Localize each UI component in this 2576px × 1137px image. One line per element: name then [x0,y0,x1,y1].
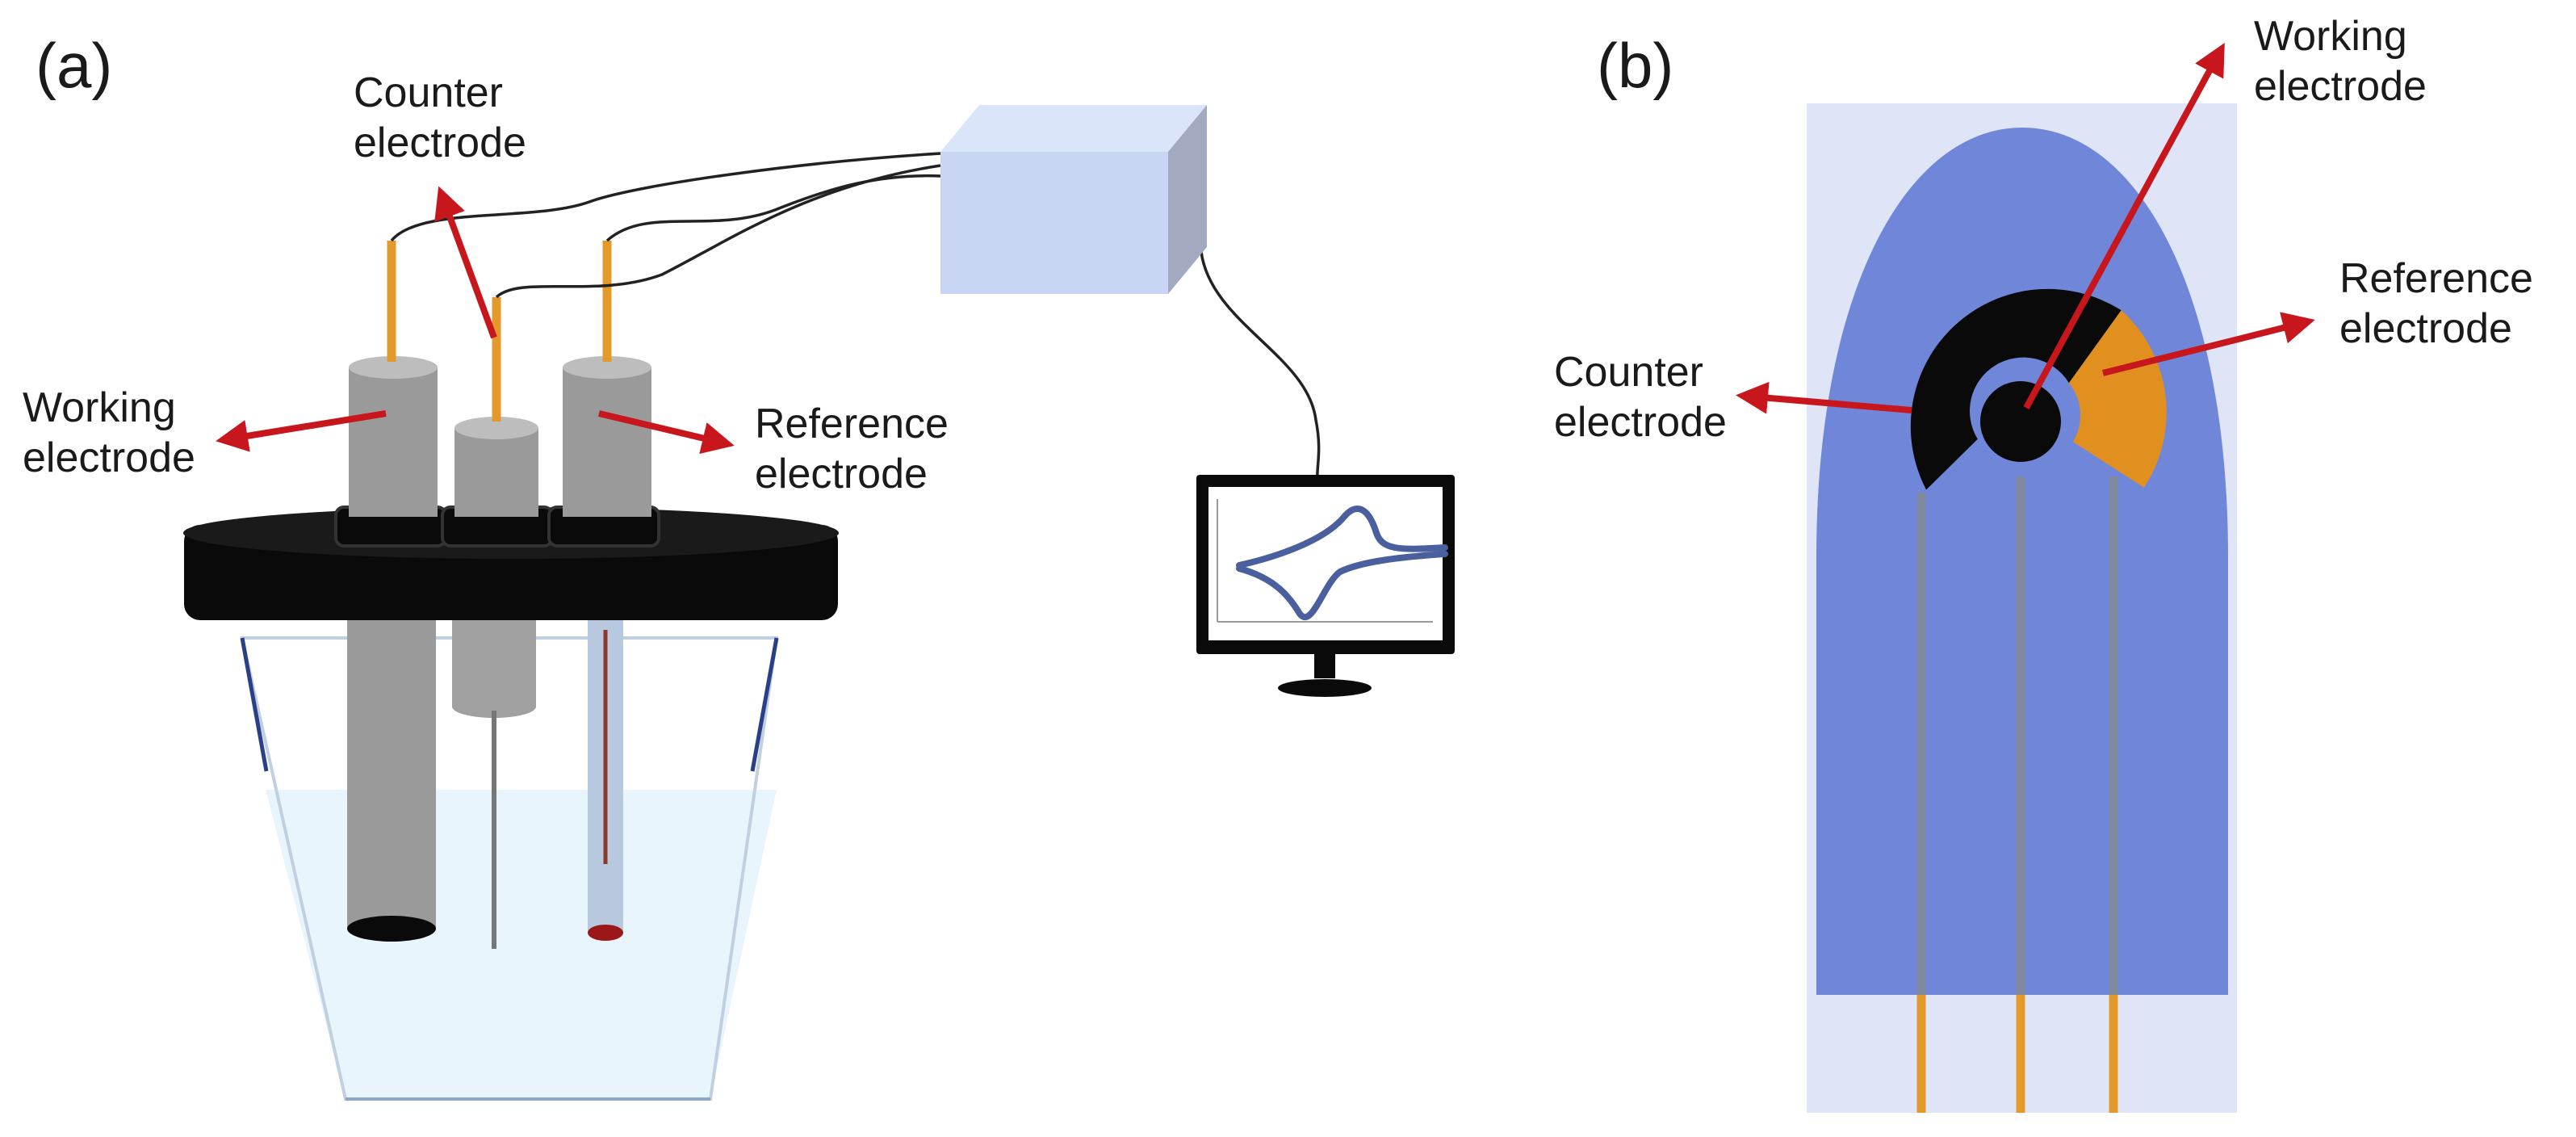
label-counter-line1: Counter [354,69,503,116]
label-counter-b-line1: Counter [1554,349,1703,396]
arrow-reference [598,410,735,455]
label-working-b-line2: electrode [2254,63,2427,110]
potentiostat-side [1168,105,1207,294]
counter-electrode-arc [1910,288,2122,490]
label-reference-electrode-b: Reference electrode [2339,255,2545,352]
reference-electrode-body [563,367,651,517]
arrow-counter [434,186,497,339]
label-working-electrode-b: Working electrode [2254,13,2427,110]
potentiostat-front [940,152,1168,294]
reference-electrode-arc [2068,310,2167,488]
monitor-base [1278,679,1372,697]
panel-a-arrows [216,186,735,455]
panel-a: (a) [23,30,1455,1101]
label-reference-line1: Reference [755,401,949,447]
counter-electrode-body [454,428,538,517]
label-working-b-line1: Working [2254,13,2407,60]
label-reference-b-line2: electrode [2339,305,2512,352]
arrow-counter-b [1736,381,1912,414]
working-rod-lower [347,614,436,929]
potentiostat-top [940,105,1207,152]
panel-a-label: (a) [36,30,112,101]
label-working-line1: Working [23,384,176,431]
label-counter-electrode-a: Counter electrode [354,69,526,166]
arrow-working-b [2023,42,2225,409]
beaker-right-wall [750,637,779,772]
arrow-working [216,410,387,452]
counter-rod-lower [452,614,536,707]
working-rod-tip [347,916,436,942]
working-electrode-top [349,356,438,379]
arrow-reference-b [2102,312,2315,376]
counter-rod-bottom [452,695,536,718]
label-counter-line2: electrode [354,120,526,166]
screen-printed-electrodes [1910,288,2167,490]
label-working-line2: electrode [23,434,195,481]
potentiostat-box [940,105,1207,294]
label-counter-electrode-b: Counter electrode [1554,349,1727,446]
solution [266,790,777,1099]
cable-monitor [1200,251,1321,484]
cable-counter [495,164,941,299]
electrode-rods-lower [347,614,623,949]
beaker-left-wall [240,637,269,772]
cv-curve [1236,506,1448,620]
working-electrode-disc [1980,381,2061,462]
panel-b-label: (b) [1597,30,1673,101]
panel-b: (b) Working electrode [1554,13,2545,1113]
label-reference-line2: electrode [755,451,928,497]
label-working-electrode-a: Working electrode [23,384,195,481]
monitor-neck [1314,654,1335,678]
label-reference-b-line1: Reference [2339,255,2533,302]
label-counter-b-line2: electrode [1554,399,1727,446]
reference-frit [588,925,623,941]
panel-b-arrows [1736,42,2315,414]
cell-lid [183,506,839,620]
monitor-icon [1196,475,1455,697]
counter-electrode-top [454,417,538,439]
reference-electrode-top [563,356,651,379]
cable-working [390,152,941,242]
cable-reference [605,174,941,242]
conductive-tracks [1916,476,2118,1113]
label-reference-electrode-a: Reference electrode [755,401,960,497]
electrodes-upper [349,241,651,517]
working-electrode-body [349,367,438,517]
